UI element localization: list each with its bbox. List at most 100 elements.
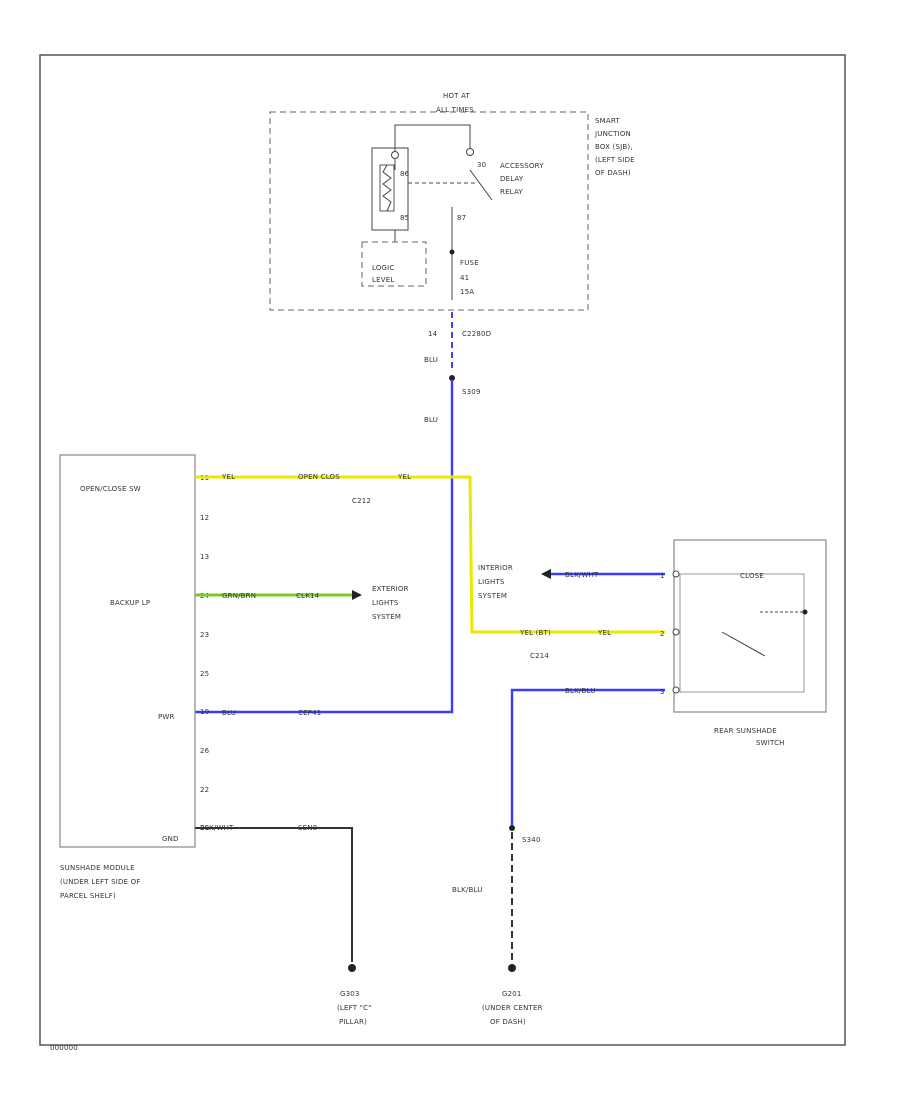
connector-pin: 14 bbox=[428, 330, 438, 338]
wire-blu-label-1: BLU bbox=[424, 356, 438, 364]
smart-junction-box bbox=[269, 111, 589, 311]
ground-left-3: PILLAR) bbox=[339, 1018, 367, 1026]
switch-pin-2-label: 2 bbox=[660, 630, 665, 638]
wire-grn-c1: GRN/BRN bbox=[222, 592, 256, 600]
switch-pin-1-label: 1 bbox=[660, 572, 665, 580]
relay-label-1: ACCESSORY bbox=[500, 162, 544, 170]
exterior-lights-1: EXTERIOR bbox=[372, 585, 409, 593]
exterior-lights-2: LIGHTS bbox=[372, 599, 399, 607]
relay-label-3: RELAY bbox=[500, 188, 523, 196]
switch-label-2: SWITCH bbox=[756, 739, 785, 747]
wire-blkblu-label-2: BLK/BLU bbox=[452, 886, 483, 894]
pin-label-8: 26 bbox=[200, 747, 210, 755]
sjb-label-1: SMART bbox=[595, 117, 620, 125]
switch-inner bbox=[679, 573, 805, 693]
relay-pin-87: 87 bbox=[457, 214, 466, 222]
wire-blkblu-label: BLK/BLU bbox=[565, 687, 596, 695]
wire-blu-main bbox=[195, 380, 454, 714]
pin-label-6: 25 bbox=[200, 670, 209, 678]
splice-dot-bottom bbox=[509, 825, 515, 831]
wire-yel-right-connector: C214 bbox=[530, 652, 549, 660]
relay-pin-86: 86 bbox=[400, 170, 410, 178]
interior-lights-3: SYSTEM bbox=[478, 592, 507, 600]
switch-pin-2 bbox=[672, 628, 680, 636]
module-pin-pwr: PWR bbox=[158, 713, 175, 721]
module-caption-2: (UNDER LEFT SIDE OF bbox=[60, 878, 141, 886]
wire-blu-label-2: BLU bbox=[424, 416, 438, 424]
pin-label-5: 23 bbox=[200, 631, 209, 639]
ground-right-3: OF DASH) bbox=[490, 1018, 526, 1026]
wire-grn-arrow bbox=[352, 590, 362, 600]
wire-yel-right-c1: YEL (BT) bbox=[519, 629, 551, 637]
splice-label-top: S309 bbox=[462, 388, 481, 396]
logic-box bbox=[361, 241, 427, 287]
all-times-label: ALL TIMES bbox=[436, 106, 474, 114]
sunshade-module bbox=[59, 454, 196, 848]
module-pin-open-close: OPEN/CLOSE SW bbox=[80, 485, 141, 493]
module-pin-backup: BACKUP LP bbox=[110, 599, 150, 607]
relay-coil-box bbox=[371, 147, 409, 231]
pin-label-3: 13 bbox=[200, 553, 209, 561]
module-pin-gnd: GND bbox=[162, 835, 179, 843]
footer-code: 000000 bbox=[50, 1044, 78, 1052]
ground-right-dot bbox=[508, 964, 516, 972]
wire-top-connector: C212 bbox=[352, 497, 371, 505]
wire-top-c1: YEL bbox=[221, 473, 235, 481]
wire-yel-top bbox=[195, 475, 665, 634]
wire-pwr-c1: BLU bbox=[222, 709, 236, 717]
relay-switch-blade bbox=[469, 169, 493, 201]
relay-pin-85: 85 bbox=[400, 214, 409, 222]
switch-pin-3-label: 3 bbox=[660, 688, 665, 696]
wire-gnd-c2: SEN8 bbox=[298, 824, 317, 832]
relay-label-2: DELAY bbox=[500, 175, 524, 183]
relay-coil bbox=[379, 164, 395, 212]
pin-label-9: 22 bbox=[200, 786, 209, 794]
relay-pin-30-dot bbox=[466, 148, 474, 156]
wire-top-c3: YEL bbox=[397, 473, 411, 481]
switch-pin-3 bbox=[672, 686, 680, 694]
splice-dot-top bbox=[449, 375, 455, 381]
exterior-lights-3: SYSTEM bbox=[372, 613, 401, 621]
module-caption-1: SUNSHADE MODULE bbox=[60, 864, 135, 872]
switch-label: REAR SUNSHADE bbox=[714, 727, 777, 735]
pin-label-2: 12 bbox=[200, 514, 209, 522]
rear-sunshade-switch bbox=[673, 539, 827, 713]
module-caption-3: PARCEL SHELF) bbox=[60, 892, 116, 900]
pin-label-7: 10 bbox=[200, 708, 209, 716]
wire-pwr-c2: CEP41 bbox=[298, 709, 321, 717]
relay-pin-86-dot bbox=[391, 151, 399, 159]
logic-label-1: LOGIC bbox=[372, 264, 395, 272]
fuse-label-1: FUSE bbox=[460, 259, 479, 267]
interior-lights-1: INTERIOR bbox=[478, 564, 513, 572]
relay-coil-winding bbox=[382, 164, 392, 212]
ground-left-1: G303 bbox=[340, 990, 360, 998]
logic-label-2: LEVEL bbox=[372, 276, 394, 284]
ground-right-2: (UNDER CENTER bbox=[482, 1004, 543, 1012]
wire-int-arrow bbox=[541, 569, 551, 579]
hot-at-label: HOT AT bbox=[443, 92, 471, 100]
connector-name: C2280D bbox=[462, 330, 491, 338]
fuse-dot bbox=[449, 249, 455, 255]
wire-gnd-left bbox=[195, 827, 353, 962]
wire-yel-right-c2: YEL bbox=[597, 629, 611, 637]
sjb-label-5: OF DASH) bbox=[595, 169, 631, 177]
ground-left-dot bbox=[348, 964, 356, 972]
diagram-frame bbox=[39, 54, 846, 1046]
ground-left-2: (LEFT "C" bbox=[337, 1004, 372, 1012]
switch-blade bbox=[721, 631, 766, 657]
fuse-label-2: 41 bbox=[460, 274, 469, 282]
sjb-label-2: JUNCTION bbox=[594, 130, 631, 138]
switch-node bbox=[802, 609, 808, 615]
wire-gnd-c1: BLK/WHT bbox=[200, 824, 234, 832]
wire-blkblu bbox=[510, 688, 665, 825]
wire-int-c1: BLK/WHT bbox=[565, 571, 599, 579]
wire-top-c2: OPEN CLOS bbox=[298, 473, 340, 481]
sjb-label-3: BOX (SJB), bbox=[595, 143, 633, 151]
switch-pin-1 bbox=[672, 570, 680, 578]
splice-label-bottom: S340 bbox=[522, 836, 541, 844]
interior-lights-2: LIGHTS bbox=[478, 578, 505, 586]
ground-right-1: G201 bbox=[502, 990, 522, 998]
fuse-label-3: 15A bbox=[460, 288, 474, 296]
sjb-label-4: (LEFT SIDE bbox=[595, 156, 635, 164]
relay-pin-30: 30 bbox=[477, 161, 486, 169]
